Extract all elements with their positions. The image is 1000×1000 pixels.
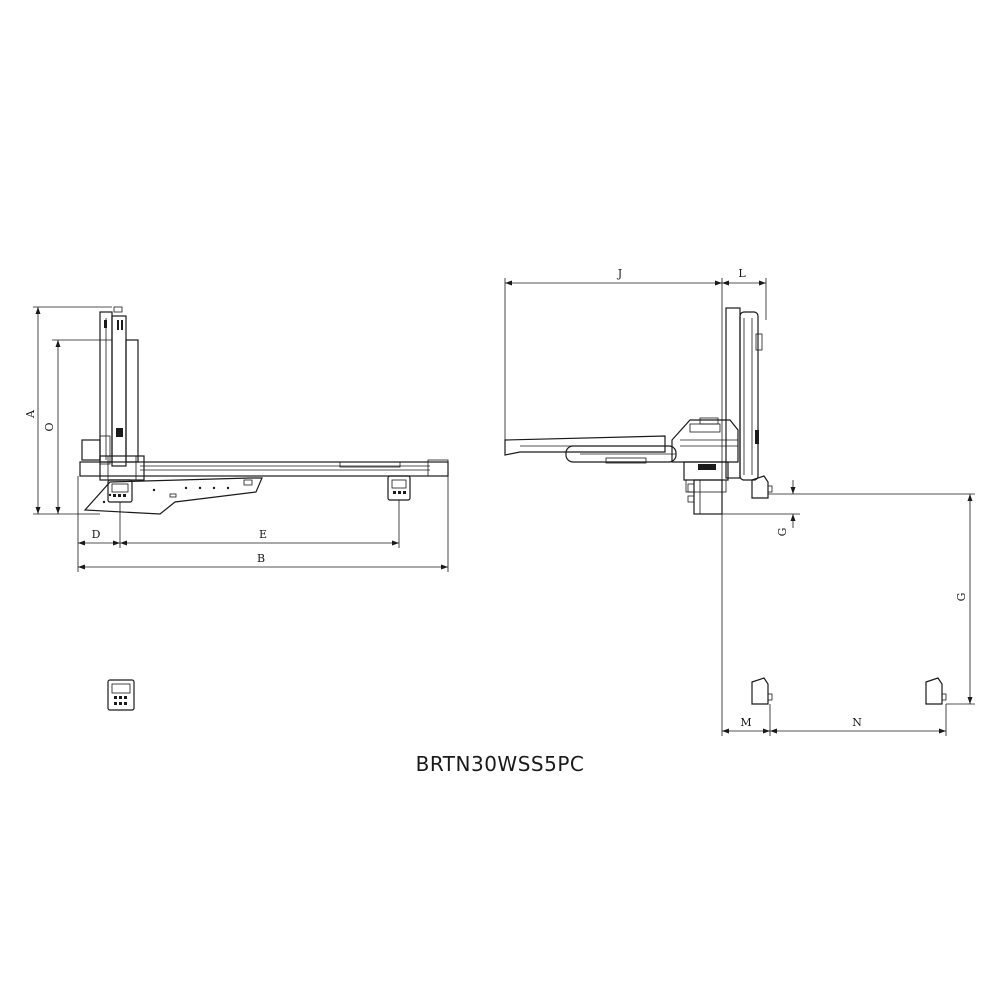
side-view [504,307,947,705]
model-label: BRTN30WSS5PC [415,752,585,776]
dim-label-e: E [259,528,267,541]
dim-label-j: J [617,267,622,280]
ground-gripper-right [925,677,943,705]
dim-label-n: N [852,716,862,729]
ground-gripper-left [751,677,769,705]
dim-label-g-large: G [955,593,968,602]
motor-block [81,439,101,461]
horizontal-beam [79,461,449,477]
vertical-gripper [751,475,769,499]
dim-label-g-small: G [776,528,789,537]
dim-label-l: L [738,267,746,280]
telescopic-arm [504,435,666,456]
carriage-head [671,419,739,463]
dim-label-a: A [24,409,37,419]
dim-label-d: D [92,528,101,541]
gripper-detail-view [107,679,135,711]
front-view-dimensions: A O D E B [24,306,449,572]
side-view-dimensions: J L G G M N [504,267,975,736]
dim-label-o: O [43,422,56,431]
dim-label-m: M [740,716,751,729]
base-plate [83,477,263,515]
front-view [79,306,449,515]
lower-block [693,479,723,515]
dim-label-b: B [257,552,265,565]
